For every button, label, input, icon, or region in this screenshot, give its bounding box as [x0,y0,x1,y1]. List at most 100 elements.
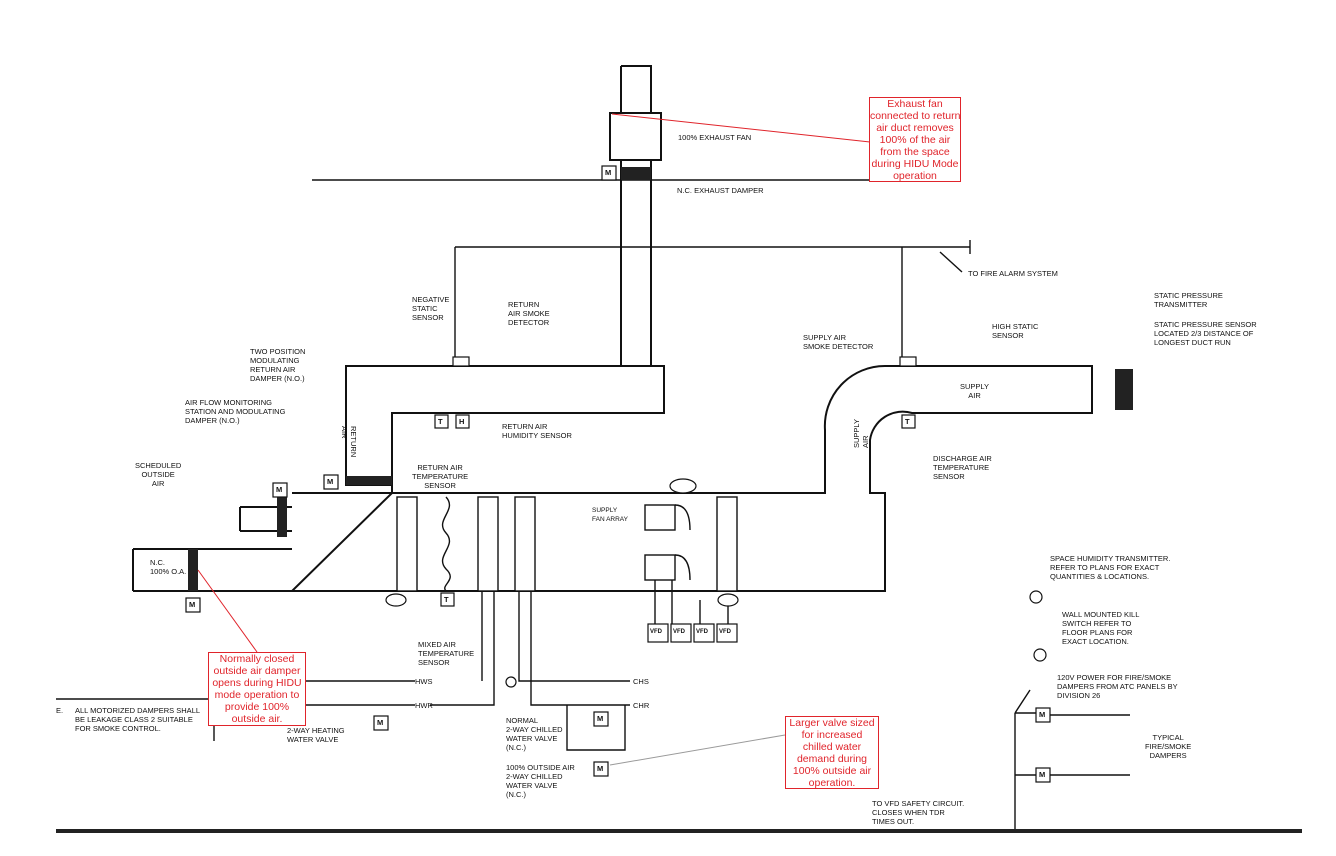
return-air-damper [346,476,392,485]
vfd-4-letter: VFD [719,629,731,635]
hs-symbol [1029,590,1043,604]
vfd-4 [716,623,738,643]
vfd-1 [647,623,669,643]
oa-valve-letter: M [597,764,604,773]
motor-normal-valve [593,711,609,727]
supply-air-vertical-label: SUPPLY AIR [852,418,870,448]
chr-pipe [530,591,630,706]
exhaust-stack [620,65,652,366]
chr-label: CHR [633,701,650,710]
fire-alarm-leader [939,251,963,273]
cooling-coil [514,496,536,592]
space-humidity-label: SPACE HUMIDITY TRANSMITTER. REFER TO PLA… [1050,554,1171,581]
scheduled-oa-label: SCHEDULED OUTSIDE AIR [135,461,182,488]
supply-smoke-detector [899,356,917,367]
chw-bypass [566,705,626,751]
fire-alarm-label: TO FIRE ALARM SYSTEM [968,269,1058,278]
kill-switch-label: WALL MOUNTED KILL SWITCH REFER TO FLOOR … [1062,610,1140,646]
chs-pipe [518,591,630,682]
vfd-1-letter: VFD [650,629,662,635]
return-smoke-label: RETURN AIR SMOKE DETECTOR [508,300,550,327]
temp-return-letter: T [438,417,443,426]
exhaust-damper-label: N.C. EXHAUST DAMPER [677,186,764,195]
motor-return-letter: M [327,477,334,486]
fsd-motor-2 [1035,767,1051,783]
vfd-3 [693,623,715,643]
exhaust-fan-callout: Exhaust fan connected to return air duct… [869,97,961,182]
smoke-damper-1 [385,593,407,607]
exhaust-leader [611,113,871,143]
exhaust-fan-housing [609,112,662,161]
mixed-air-label: MIXED AIR TEMPERATURE SENSOR [418,640,475,667]
humidity-sensor [455,414,470,429]
static-pressure-element [1115,369,1133,410]
vfd-wiring [654,580,729,628]
return-air-duct-label: RETURN AIR [340,426,358,458]
hws-label: HWS [415,677,433,686]
typical-dampers-label: TYPICAL FIRE/SMOKE DAMPERS [1145,733,1192,760]
motor-heating-valve [373,715,389,731]
fan-scroll [674,504,691,581]
heating-valve-label: 2-WAY HEATING WATER VALVE [287,726,345,744]
hwr-label: HWR [415,701,433,710]
supply-smoke-label: SUPPLY AIR SMOKE DETECTOR [803,333,874,351]
nc-oa-damper [188,549,198,591]
bag-filter [441,496,451,592]
mixed-air-letter: T [444,595,449,604]
piping [305,580,729,751]
oa-leader [197,569,258,653]
nc-oa-label: N.C. 100% O.A. [150,558,187,576]
flow-meter [505,676,517,688]
supply-fan-array-label: SUPPLY FAN ARRAY [592,507,629,523]
fsd-motor-1-letter: M [1039,710,1046,719]
ks-symbol [1033,648,1047,662]
ahu-components [396,496,738,592]
prefilter [396,496,418,592]
callout-leaders [197,113,871,653]
humidity-letter: H [459,417,465,426]
mixed-air-temp [440,592,455,607]
sensors [185,165,1051,783]
negative-static-label: NEGATIVE STATIC SENSOR [412,295,450,322]
discharge-temp-label: DISCHARGE AIR TEMPERATURE SENSOR [933,454,992,481]
hws-pipe [305,591,483,682]
air-flow-label: AIR FLOW MONITORING STATION AND MODULATI… [185,398,286,425]
note-text: ALL MOTORIZED DAMPERS SHALL BE LEAKAGE C… [75,706,201,733]
note-prefix: E. [56,706,64,715]
vfd-2 [670,623,692,643]
motor-exhaust-letter: M [605,168,612,177]
return-smoke-detector [452,356,470,367]
vfd-3-letter: VFD [696,629,708,635]
static-transmitter-label: STATIC PRESSURE TRANSMITTER [1154,291,1223,309]
motor-exhaust [601,165,617,181]
fan-1 [644,504,676,531]
exhaust-damper [621,167,651,180]
fsd-bus [1014,689,1036,830]
static-sensor-label: STATIC PRESSURE SENSOR LOCATED 2/3 DISTA… [1154,320,1257,347]
valve-leader [609,734,786,766]
motor-return-damper [323,474,339,490]
fan-2 [644,554,676,581]
power-120v-label: 120V POWER FOR FIRE/SMOKE DAMPERS FROM A… [1057,673,1178,700]
fire-alarm-wiring [454,240,971,357]
hwr-pipe [305,591,495,706]
motor-nc-oa [185,597,201,613]
high-static-label: HIGH STATIC SENSOR [992,322,1039,340]
dampers [188,167,1133,591]
motor-nc-oa-letter: M [189,600,196,609]
two-position-label: TWO POSITION MODULATING RETURN AIR DAMPE… [250,347,306,383]
oa-valve-label: 100% OUTSIDE AIR 2-WAY CHILLED WATER VAL… [506,763,575,799]
supply-air-label: SUPPLY AIR [960,382,990,400]
return-humidity-label: RETURN AIR HUMIDITY SENSOR [502,422,572,440]
return-temp-label: RETURN AIR TEMPERATURE SENSOR [412,463,469,490]
scheduled-oa-damper [277,493,287,537]
fsd-motor-2-letter: M [1039,770,1046,779]
exhaust-fan-label: 100% EXHAUST FAN [678,133,752,142]
fsd-motor-1 [1035,707,1051,723]
heating-coil [477,496,499,592]
vfd-2-letter: VFD [673,629,685,635]
motor-oa-valve [593,761,609,777]
chs-label: CHS [633,677,649,686]
smoke-damper-2 [717,593,739,607]
